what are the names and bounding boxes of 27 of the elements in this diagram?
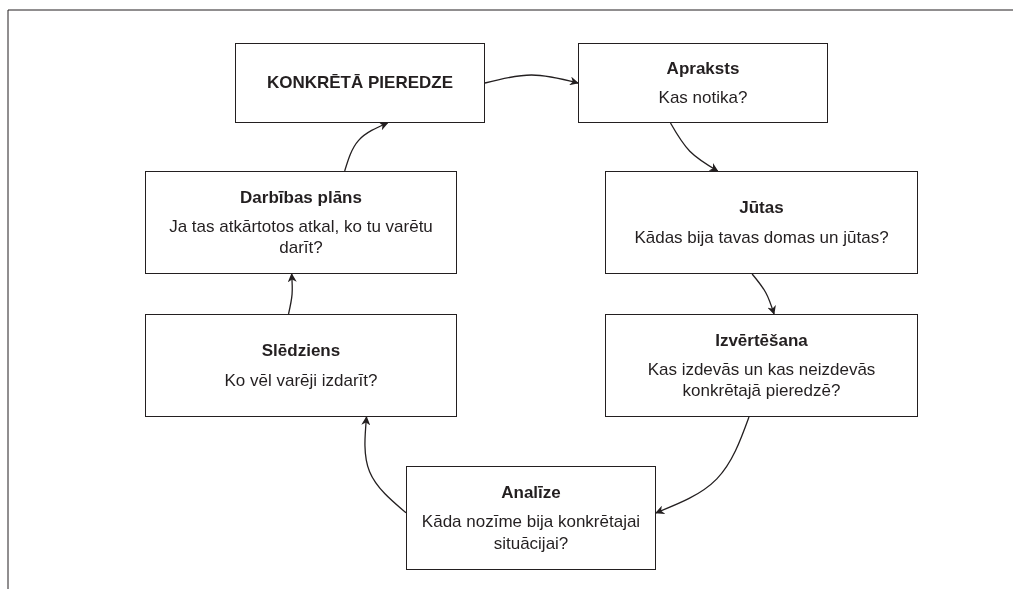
box-heading: Slēdziens (260, 340, 342, 362)
arrow (361, 416, 407, 514)
process-box (406, 466, 656, 570)
process-box (605, 171, 918, 274)
box-question: Ja tas atkārtotos atkal, ko tu varētu darīt? (168, 215, 434, 259)
box-heading: Jūtas (738, 197, 785, 219)
box-heading: Apraksts (665, 57, 741, 79)
box-question: Kas izdevās un kas neizdevās konkrētajā pieredzē? (646, 358, 877, 402)
arrow (484, 74, 579, 86)
box-heading: Izvērtēšana (714, 329, 809, 351)
arrow (344, 122, 389, 172)
box-question: Kas notika? (657, 87, 749, 109)
box-heading: Analīze (500, 482, 562, 504)
box-question: Kāda nozīme bija konkrētajai situācijai? (420, 511, 642, 554)
process-box (578, 43, 828, 123)
process-box (145, 171, 457, 274)
process-box (145, 314, 457, 417)
arrow (655, 416, 750, 514)
arrow (669, 122, 719, 172)
box-question: Kādas bija tavas domas un jūtas? (633, 226, 890, 248)
process-box (235, 43, 485, 123)
box-heading: KONKRĒTĀ PIEREDZE (265, 72, 455, 94)
box-question: Ko vēl varēji izdarīt? (223, 369, 379, 391)
arrow (751, 273, 776, 315)
process-box (605, 314, 918, 417)
box-heading: Darbības plāns (239, 186, 363, 208)
arrow (287, 273, 297, 315)
